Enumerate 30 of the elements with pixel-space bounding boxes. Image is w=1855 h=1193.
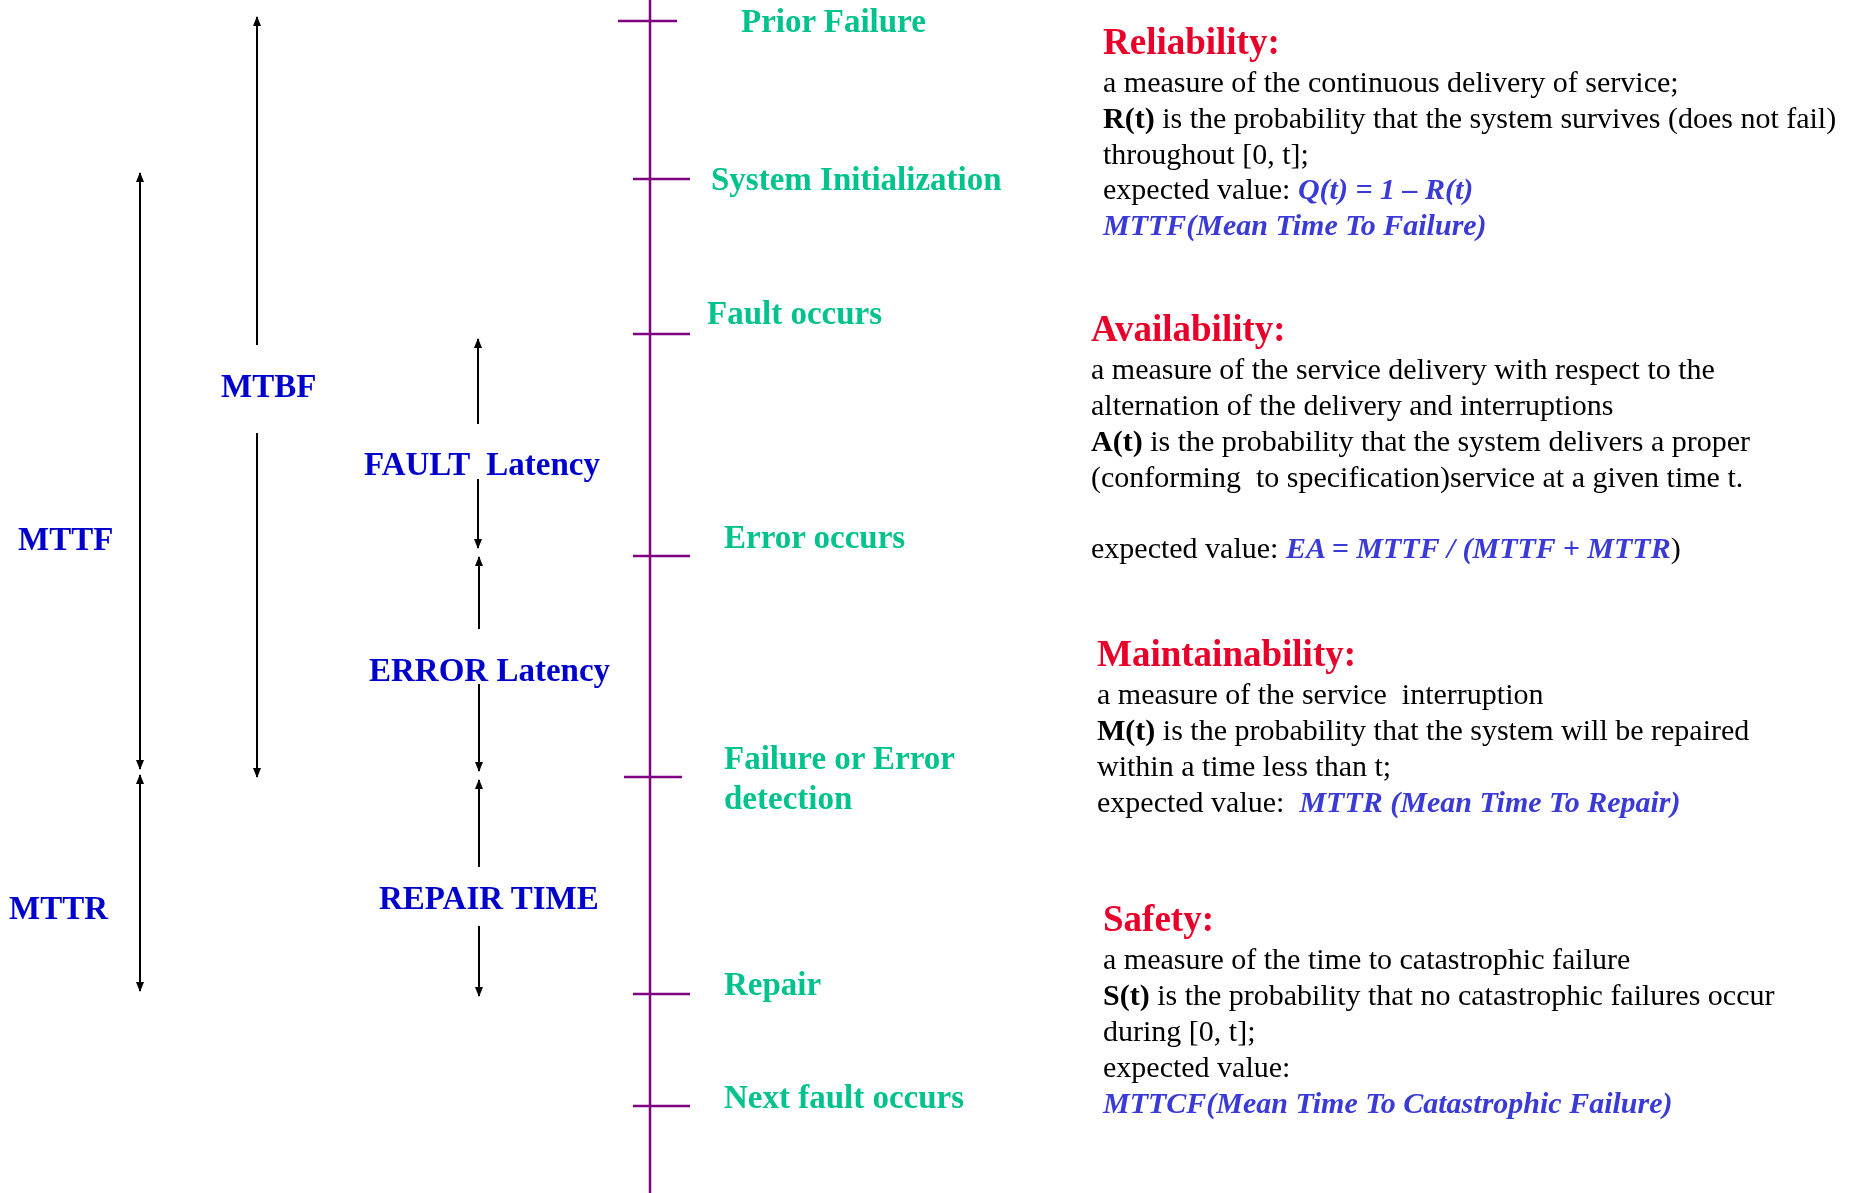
- definition-text: a measure of the service interruption: [1097, 676, 1545, 712]
- definition-text: S(t) is the probability that no catastrophic failures occur during [0, t];: [1103, 977, 1776, 1049]
- event-label: Next fault occurs: [724, 1078, 965, 1117]
- measure-label: REPAIR TIME: [379, 879, 599, 918]
- event-label: Error occurs: [724, 518, 906, 557]
- event-label: System Initialization: [711, 160, 1002, 199]
- definition-heading: Maintainability:: [1097, 634, 1357, 674]
- measure-label: MTTR: [9, 889, 108, 928]
- definition-text: expected value: Q(t) = 1 – R(t): [1103, 171, 1475, 207]
- event-label: Failure or Error detection: [724, 739, 956, 818]
- definition-heading: Safety:: [1103, 899, 1214, 939]
- definition-heading: Availability:: [1091, 309, 1286, 349]
- definition-text: expected value: MTTR (Mean Time To Repair): [1097, 784, 1682, 820]
- formula-text: MTTF(Mean Time To Failure): [1103, 207, 1488, 243]
- measure-label: FAULT Latency: [364, 445, 600, 484]
- event-label: Fault occurs: [707, 294, 883, 333]
- definition-text: M(t) is the probability that the system will be repaired within a time less than t;: [1097, 712, 1751, 784]
- definition-text: R(t) is the probability that the system survives (does not fail) throughout [0, t];: [1103, 100, 1838, 172]
- measure-label: MTBF: [221, 367, 317, 406]
- definition-text: A(t) is the probability that the system delivers a proper (conforming to specification)service at a given time t.: [1091, 423, 1751, 495]
- definition-text: expected value: EA = MTTF / (MTTF + MTTR): [1091, 530, 1682, 566]
- formula-text: MTTCF(Mean Time To Catastrophic Failure): [1103, 1085, 1674, 1121]
- event-label: Repair: [724, 965, 822, 1004]
- definition-text: a measure of the continuous delivery of service;: [1103, 64, 1680, 100]
- definition-text: a measure of the time to catastrophic failure: [1103, 941, 1632, 977]
- definition-text: expected value:: [1103, 1049, 1292, 1085]
- event-label: Prior Failure: [741, 2, 926, 41]
- measure-label: MTTF: [18, 520, 114, 559]
- measure-label: ERROR Latency: [369, 651, 611, 690]
- definition-heading: Reliability:: [1103, 22, 1280, 62]
